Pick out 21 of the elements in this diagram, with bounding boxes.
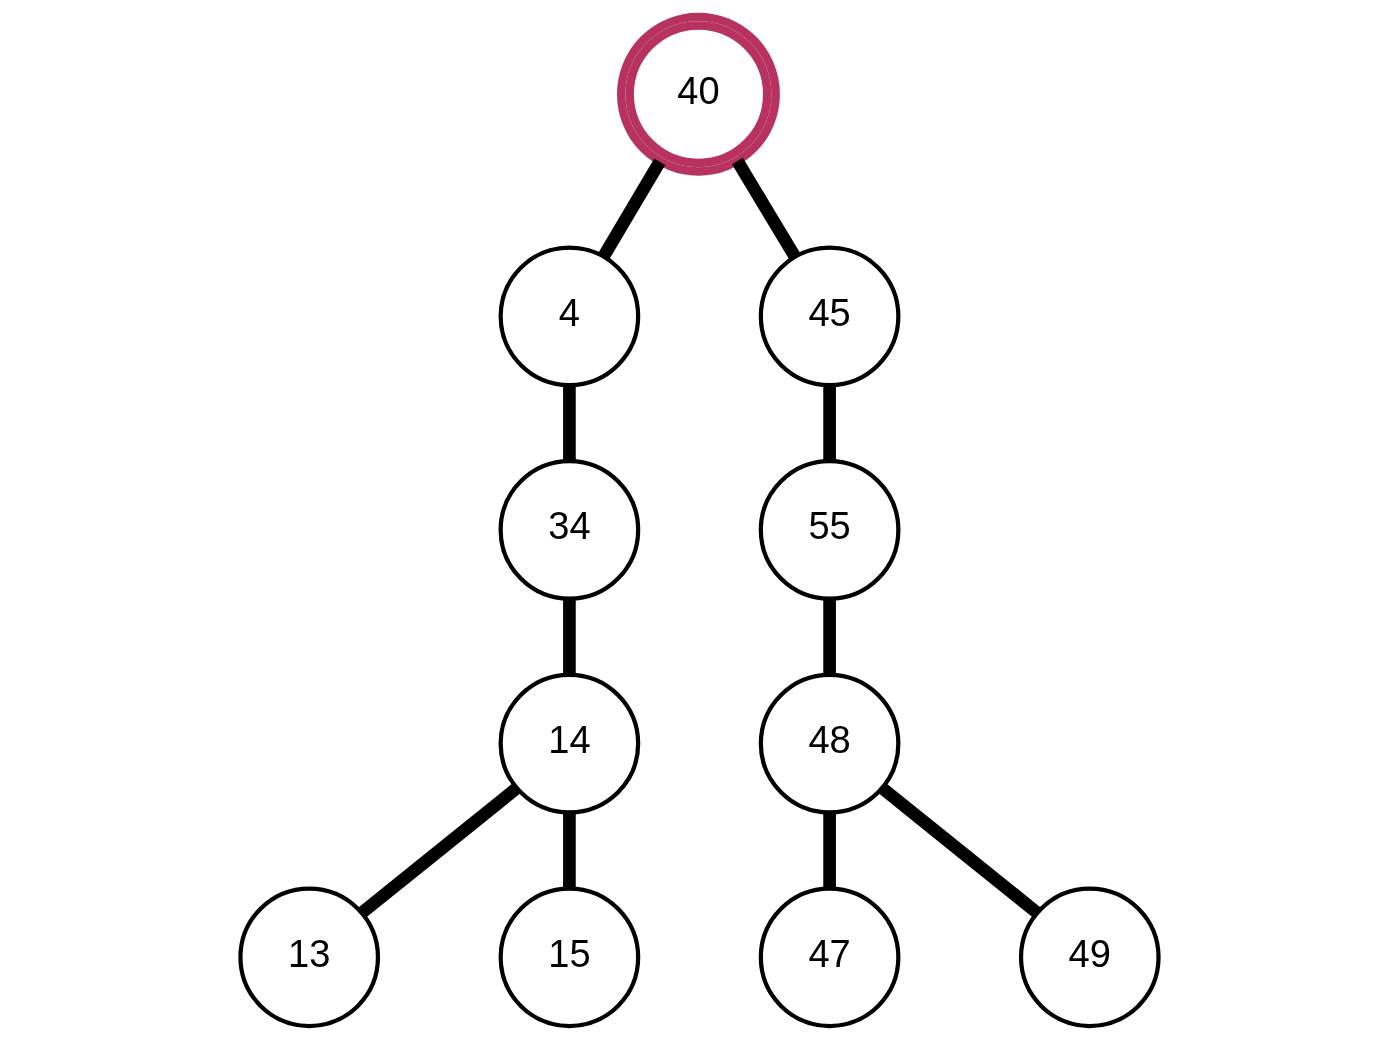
- node-circle: 48: [758, 672, 901, 815]
- connector: [823, 385, 836, 461]
- node-circle: 55: [758, 459, 901, 601]
- node-circle: 45: [758, 245, 901, 388]
- connector: [823, 598, 836, 675]
- node-circle: 14: [498, 672, 641, 815]
- node-circle: 47: [758, 886, 901, 1029]
- connector: [563, 812, 576, 889]
- node-circle: 40: [617, 12, 780, 176]
- connector: [563, 598, 576, 675]
- node-circle: 4: [498, 245, 641, 388]
- connector: [823, 812, 836, 889]
- node-circle: 15: [498, 886, 641, 1029]
- connector: [598, 158, 666, 260]
- connector: [563, 385, 576, 461]
- node-circle: 49: [1018, 886, 1161, 1029]
- connector: [878, 783, 1042, 918]
- connector: [357, 783, 521, 918]
- node-circle: 13: [238, 886, 381, 1029]
- connector: [732, 157, 801, 260]
- node-circle: 34: [498, 459, 641, 601]
